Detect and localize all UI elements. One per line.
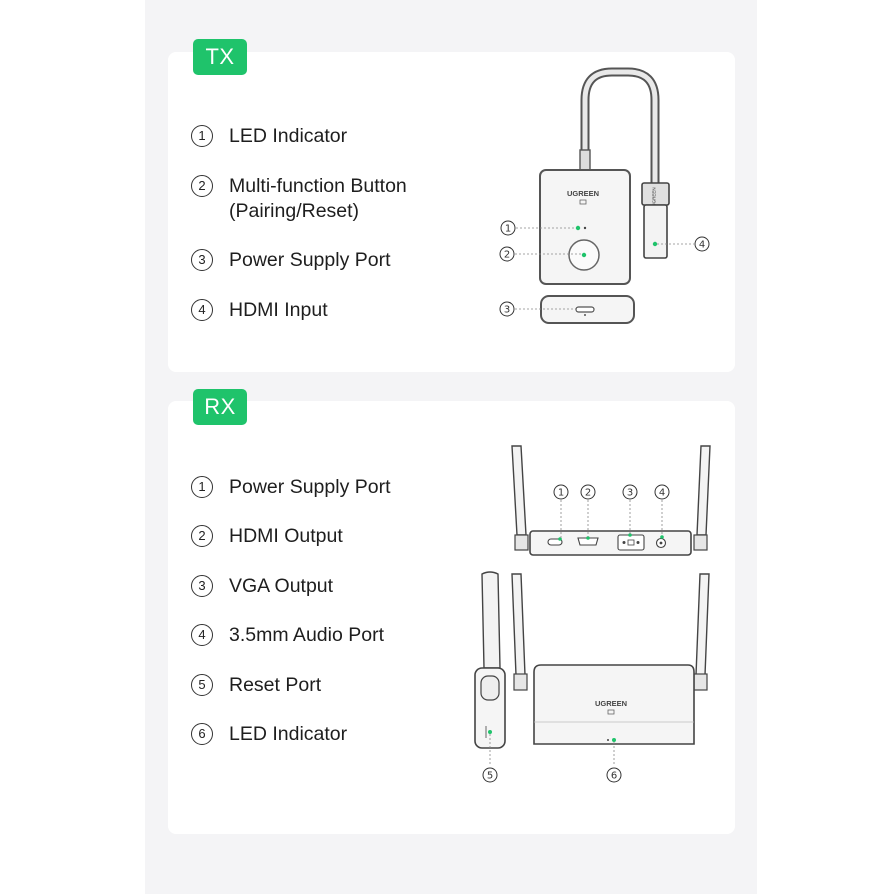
svg-text:3: 3 [627,488,633,499]
svg-text:4: 4 [659,488,665,499]
rx-side-view-illustration: 5 [474,571,506,783]
tx-card [168,52,735,372]
svg-text:3: 3 [504,305,510,316]
rx-item-reset-port: 5 Reset Port [191,673,321,698]
rx-item-number: 2 [191,525,213,547]
hdmi-plug-connector [643,204,668,259]
rx-item-label: HDMI Output [229,525,343,547]
tx-led-hole [583,226,587,230]
rx-item-vga-output: 3 VGA Output [191,574,333,599]
tx-item-label-sub: (Pairing/Reset) [229,200,360,222]
tx-item-label: Multi-function Button [229,175,407,197]
antenna-joint [514,534,529,551]
svg-text:6: 6 [611,771,617,782]
rx-led [612,738,616,742]
callout-6: 6 [606,767,622,783]
power-port-dot [584,314,586,316]
logo-mark [607,709,615,715]
antenna-right [696,445,711,536]
front-antenna-left [511,573,526,676]
tx-power-port [575,306,595,313]
rx-item-label: Power Supply Port [229,476,391,498]
callout-2: 2 [580,484,596,500]
rx-item-label: Reset Port [229,674,322,696]
rx-back-panel-illustration: 1 2 3 4 [511,445,711,556]
logo-mark [579,199,587,205]
svg-text:2: 2 [585,488,591,499]
tx-item-label: HDMI Input [229,299,328,321]
svg-text:1: 1 [558,488,564,499]
tx-tag: TX [193,39,247,75]
rx-power-port [547,538,563,546]
antenna-joint [693,534,708,551]
rx-item-number: 3 [191,575,213,597]
rx-card [168,401,735,834]
callout-1: 1 [553,484,569,500]
rx-item-number: 6 [191,723,213,745]
hdmi-plug-marker [652,241,658,247]
rx-brand: UGREEN [595,699,627,708]
antenna-left [511,445,527,536]
svg-text:2: 2 [504,250,510,261]
tx-item-label: LED Indicator [229,125,348,147]
svg-text:5: 5 [487,771,493,782]
svg-text:4: 4 [699,240,705,251]
tx-item-multifunction-button: 2 Multi-function Button (Pairing/Reset) [191,174,407,224]
rx-item-led-indicator: 6 LED Indicator [191,722,347,747]
rx-item-power-supply-port: 1 Power Supply Port [191,475,391,500]
tx-item-label: Power Supply Port [229,249,391,271]
rx-item-number: 1 [191,476,213,498]
cable-boot [579,149,591,173]
callout-4: 4 [694,236,710,252]
rx-item-label: 3.5mm Audio Port [229,624,384,646]
rx-item-number: 4 [191,624,213,646]
tx-item-led-indicator: 1 LED Indicator [191,124,347,149]
tx-item-number: 3 [191,249,213,271]
tx-led [575,225,581,231]
side-antenna [481,571,501,669]
tx-brand: UGREEN [567,189,599,198]
front-antenna-right [695,573,710,676]
callout-3: 3 [622,484,638,500]
rx-vga-port [617,534,645,551]
rx-item-label: LED Indicator [229,723,348,745]
tx-item-number: 4 [191,299,213,321]
rx-reset-port [488,730,492,734]
tx-item-number: 2 [191,175,213,197]
tx-item-power-supply-port: 3 Power Supply Port [191,248,391,273]
rx-tag: RX [193,389,247,425]
callout-4: 4 [654,484,670,500]
callout-3: 3 [499,301,515,317]
callout-5: 5 [482,767,498,783]
rx-item-label: VGA Output [229,575,334,597]
tx-button-marker [581,252,587,258]
callout-1: 1 [500,220,516,236]
rx-item-number: 5 [191,674,213,696]
callout-2: 2 [499,246,515,262]
rx-back-body [529,530,692,556]
rx-front-body [533,664,695,745]
tx-device-illustration: UGREEN UGREEN 1 2 3 [499,67,710,324]
rx-hdmi-port [577,537,599,546]
rx-front-view-illustration: UGREEN 6 [511,573,710,783]
svg-text:1: 1 [505,224,511,235]
tx-item-number: 1 [191,125,213,147]
tx-item-hdmi-input: 4 HDMI Input [191,298,328,323]
rx-item-audio-port: 4 3.5mm Audio Port [191,623,384,648]
rx-item-hdmi-output: 2 HDMI Output [191,524,343,549]
plug-brand: UGREEN [652,187,657,206]
